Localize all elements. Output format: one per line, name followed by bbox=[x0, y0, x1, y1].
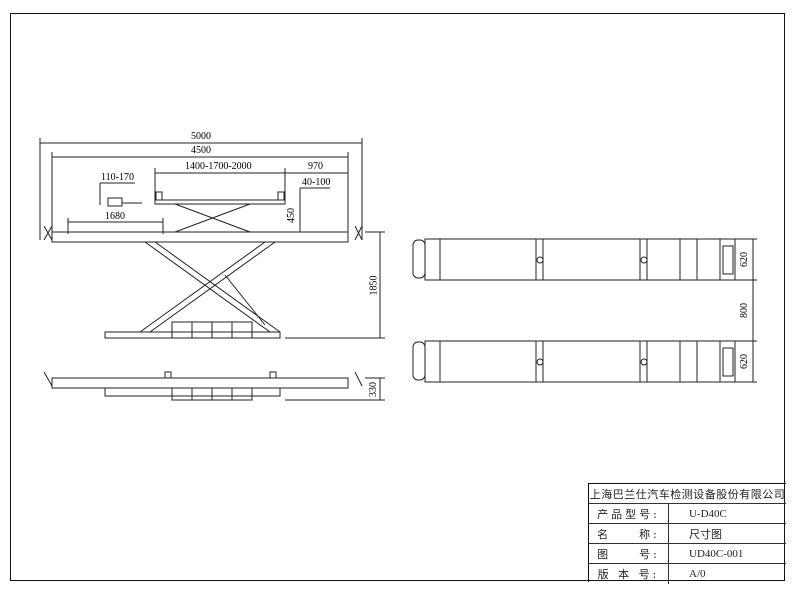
dim-platform-width-top: 620 bbox=[739, 252, 750, 267]
value-version: A/0 bbox=[689, 568, 706, 580]
label-model: 产品型号: bbox=[589, 504, 669, 523]
dim-front-offset: 970 bbox=[308, 161, 323, 172]
drawing-frame bbox=[10, 13, 785, 581]
label-version: 版 本 号: bbox=[589, 564, 669, 584]
value-drawing-no: UD40C-001 bbox=[689, 547, 744, 560]
title-block: 上海巴兰仕汽车检测设备股份有限公司 产品型号: U-D40C 名 称: 尺寸图 … bbox=[588, 483, 786, 584]
dim-jack-lift: 450 bbox=[286, 208, 297, 223]
dim-gap: 800 bbox=[739, 303, 750, 318]
company-name: 上海巴兰仕汽车检测设备股份有限公司 bbox=[589, 484, 786, 504]
label-name: 名 称: bbox=[589, 524, 669, 543]
dim-jack-height: 110-170 bbox=[101, 172, 134, 183]
title-row-name: 名 称: 尺寸图 bbox=[589, 524, 786, 544]
title-row-model: 产品型号: U-D40C bbox=[589, 504, 786, 524]
dim-min-height: 330 bbox=[368, 382, 379, 397]
dim-platform-width-bottom: 620 bbox=[739, 354, 750, 369]
dim-max-height: 1850 bbox=[368, 275, 380, 296]
dim-pad-height-adjust: 40-100 bbox=[302, 177, 331, 188]
title-row-version: 版 本 号: A/0 bbox=[589, 564, 786, 584]
value-name: 尺寸图 bbox=[689, 528, 722, 541]
title-row-drawing-no: 图 号: UD40C-001 bbox=[589, 544, 786, 564]
dim-overall-length: 5000 bbox=[191, 131, 211, 142]
dim-ramp-length: 1680 bbox=[105, 211, 125, 222]
value-model: U-D40C bbox=[689, 507, 727, 520]
dim-pad-spacing: 1400-1700-2000 bbox=[185, 161, 252, 172]
label-drawing-no: 图 号: bbox=[589, 544, 669, 563]
dim-platform-length: 4500 bbox=[191, 145, 211, 156]
